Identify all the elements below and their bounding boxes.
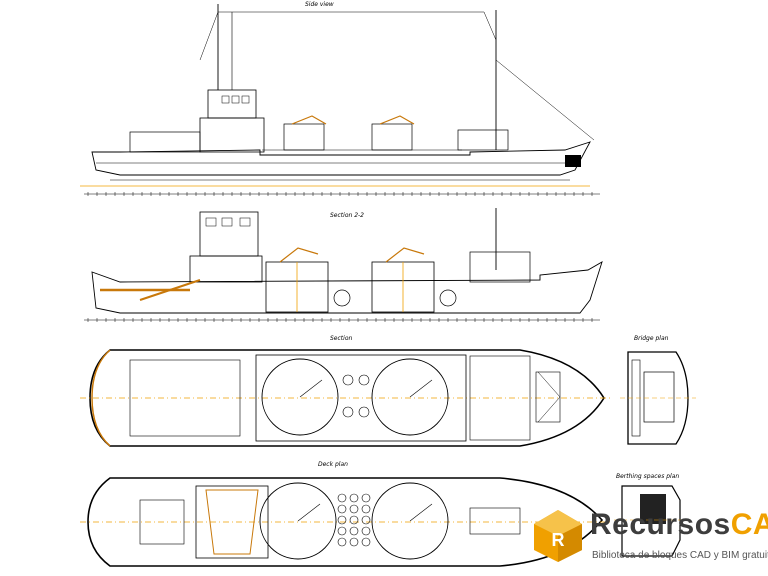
section-label: Section	[330, 335, 352, 342]
brand-prefix: Recursos	[590, 508, 731, 541]
section-plan-view: Section	[80, 335, 612, 447]
side-view-deck-cranes	[283, 115, 415, 151]
side-view-frame-ticks	[87, 192, 593, 196]
section-plan-hull	[89, 349, 605, 447]
deck-plan-hatch-grid	[337, 493, 371, 547]
brand-suffix: CAD	[730, 508, 768, 541]
section-2-2-tanks	[265, 247, 457, 313]
section-2-2-view: Section 2-2	[84, 208, 603, 322]
bridge-plan-label: Bridge plan	[634, 335, 669, 342]
deck-plan-view: Deck plan	[80, 461, 612, 567]
side-view-wheelhouse	[207, 89, 257, 119]
section-plan-tanks	[261, 358, 449, 436]
side-view-label: Side view	[305, 1, 334, 8]
bridge-plan-view: Bridge plan	[620, 335, 696, 445]
berthing-plan-outline	[621, 485, 681, 557]
deck-plan-label: Deck plan	[318, 461, 348, 468]
recursoscad-logo-icon: R	[534, 510, 582, 562]
berthing-plan-view: Berthing spaces plan	[614, 473, 690, 557]
side-view: Side view	[80, 1, 600, 196]
berthing-spaces-plan-label: Berthing spaces plan	[616, 473, 679, 480]
deck-plan-tanks	[259, 482, 449, 560]
recursoscad-watermark: R RecursosCAD Biblioteca de bloques CAD …	[530, 500, 768, 572]
section-2-2-frame-ticks	[87, 318, 593, 322]
deck-plan-hull	[87, 477, 604, 567]
section-2-2-label: Section 2-2	[330, 212, 364, 219]
side-view-hull	[91, 141, 591, 176]
brand-tagline: Biblioteca de bloques CAD y BIM gratuita	[592, 550, 768, 561]
brand-name: RecursosCAD	[590, 508, 768, 542]
svg-text:R: R	[552, 530, 565, 550]
section-2-2-hull	[91, 261, 603, 314]
